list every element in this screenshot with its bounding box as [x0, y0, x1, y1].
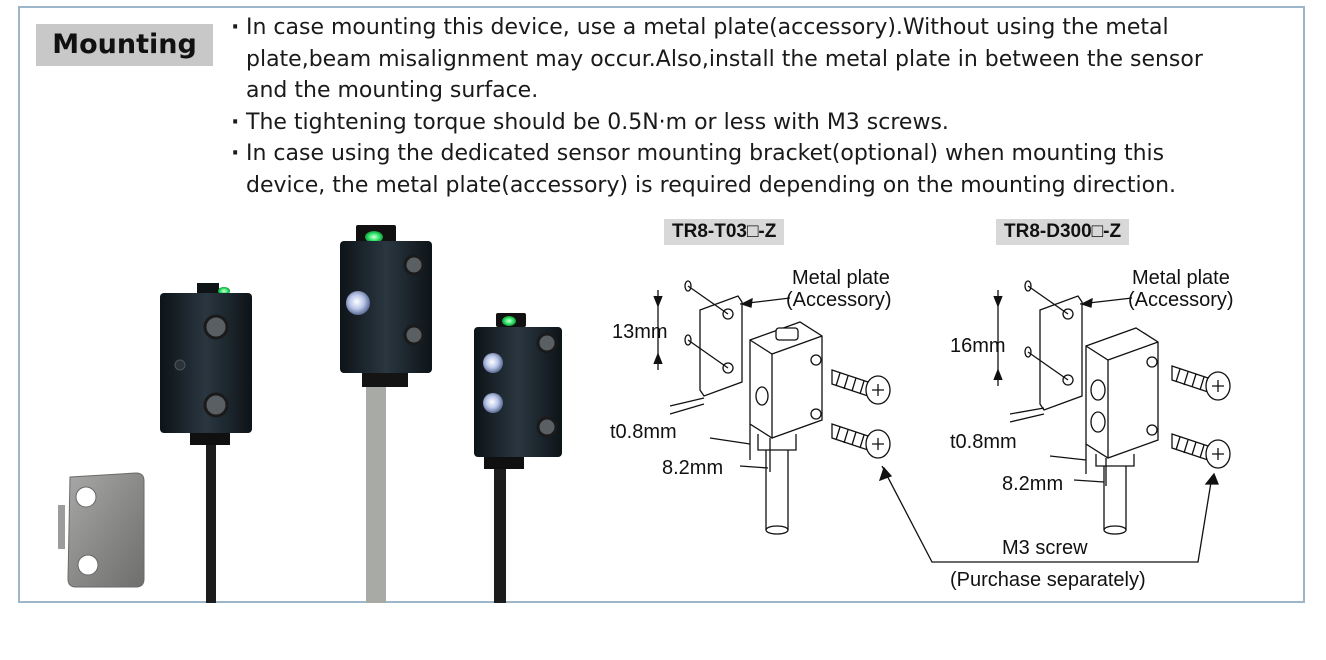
- note-item: In case using the dedicated sensor mount…: [231, 138, 1232, 201]
- diagram-left-drawing: [653, 280, 891, 535]
- dim-spacing-left: 13mm: [612, 321, 668, 343]
- diagram-model-right: TR8-D300□-Z: [996, 219, 1130, 245]
- dim-thickness-left: t0.8mm: [610, 421, 677, 443]
- plate-label-right-1: Metal plate: [1132, 267, 1230, 289]
- sensor-left: [160, 283, 252, 603]
- plate-label-right-2: (Accessory): [1128, 289, 1234, 311]
- dim-spacing-right: 16mm: [950, 335, 1006, 357]
- plate-label-left-1: Metal plate: [792, 267, 890, 289]
- screw-icon: [831, 369, 891, 405]
- plate-label-left-2: (Accessory): [786, 289, 892, 311]
- dim-thickness-right: t0.8mm: [950, 431, 1017, 453]
- dim-offset-left: 8.2mm: [662, 457, 723, 479]
- mounting-notes: In case mounting this device, use a meta…: [231, 12, 1232, 201]
- dim-offset-right: 8.2mm: [1002, 473, 1063, 495]
- sensor-right: [474, 313, 562, 603]
- section-label: Mounting: [36, 24, 213, 66]
- screw-note: (Purchase separately): [950, 569, 1146, 591]
- mounting-diagrams: Metal plate (Accessory) 13mm t0.8mm 8.2m…: [610, 267, 1234, 591]
- note-item: In case mounting this device, use a meta…: [231, 12, 1232, 107]
- screw-icon: [831, 423, 891, 459]
- metal-plate-photo: [58, 472, 145, 588]
- sensor-middle: [340, 225, 432, 603]
- sensor-product-photo: [58, 225, 562, 603]
- screw-icon: [1171, 365, 1231, 401]
- screw-icon: [1171, 433, 1231, 469]
- screw-label: M3 screw: [1002, 537, 1088, 559]
- note-item: The tightening torque should be 0.5N·m o…: [231, 107, 1232, 139]
- diagram-right-drawing: [993, 280, 1231, 535]
- diagram-model-left: TR8-T03□-Z: [664, 219, 785, 245]
